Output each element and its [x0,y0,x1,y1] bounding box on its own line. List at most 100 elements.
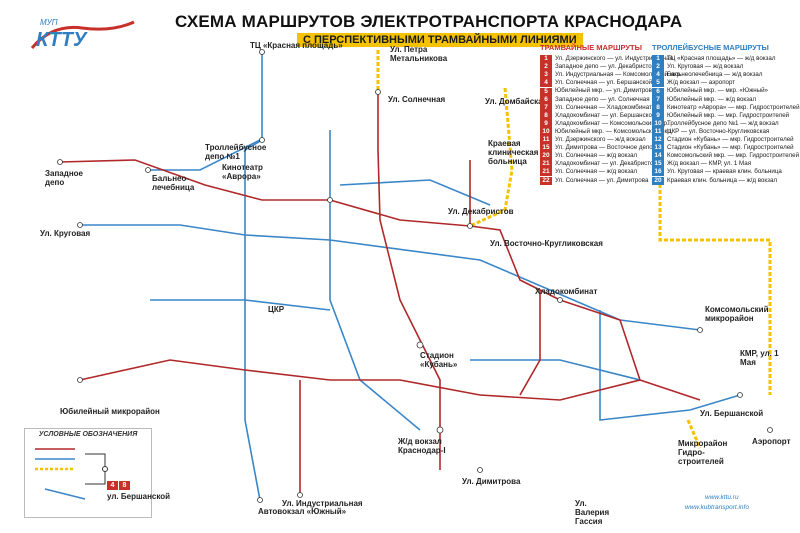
trolley-legend-route-text: Ж/д вокзал — аэропорт [667,79,736,87]
tram-legend-route-text: Хладокомбинат — ул. Бершанской [555,111,656,119]
stop-yubileyny [77,377,83,383]
tram-legend-number-badge: 6 [540,95,552,104]
tram-legend-route-text: Ул. Солнечная — ж/д вокзал [555,152,638,160]
trolley-legend-number-badge: 14 [652,152,664,161]
tram-legend-route-text: Юбилейный мкр. — ул. Димитрова [555,87,656,95]
tram-legend-number-badge: 4 [540,79,552,88]
footer-url-kttu[interactable]: www.kttu.ru [705,494,739,501]
label-industrialnaya: Ул. Индустриальная [282,499,363,508]
tram-legend-number-badge: 7 [540,103,552,112]
trolley-legend-route-text: Ул. Круговая — ж/д вокзал [667,63,744,71]
label-hladokombinat: Хладокомбинат [535,287,598,296]
trolley-legend-number-badge: 15 [652,160,664,169]
tram-legend-route-text: Ул. Солнечная — Хладокомбинат [555,103,652,111]
trolley-legend-route-text: Троллейбусное депо №1 — ж/д вокзал [667,119,779,127]
label-kmr: КМР, ул. 1 Мая [740,349,779,367]
label-dekabristov: Ул. Декабристов [448,207,514,216]
logo-swoosh [30,20,135,49]
conv-stop [102,466,108,472]
conv-bershanskoy-label: ул. Бершанской [107,492,171,501]
footer-url-kubtransport[interactable]: www.kubtransport.info [685,504,749,511]
conventions-box: УСЛОВНЫЕ ОБОЗНАЧЕНИЯ 4 8 ул. Бершанской [24,428,170,518]
trolley-line-north-south [244,52,263,501]
tram-legend-number-badge: 15 [540,144,552,153]
map-title: СХЕМА МАРШРУТОВ ЭЛЕКТРОТРАНСПОРТА КРАСНО… [175,12,683,31]
tram-legend-route-text: Западное депо — ул. Декабристов [555,63,656,71]
perspective-line-gidro [686,419,702,449]
trolley-legend-number-badge: 6 [652,87,664,96]
label-valeria: Ул. Валерия Гассия [575,499,610,526]
trolley-legend-number-badge: 4 [652,71,664,80]
label-solnechnaya: Ул. Солнечная [388,95,446,104]
stop-hladokombinat [557,297,563,303]
tram-legend-heading: ТРАМВАЙНЫЕ МАРШРУТЫ [540,43,642,52]
tram-legend-number-badge: 5 [540,87,552,96]
tram-legend-number-badge: 10 [540,127,552,136]
tram-legend-number-badge: 21 [540,160,552,169]
label-vostochno: Ул. Восточно-Кругликовская [490,239,603,248]
trolley-legend-route-text: Комсомольский мкр. — мкр. Гидростроителе… [667,152,800,160]
label-kraevaya: Краевая клиническая больница [488,139,539,166]
trolley-legend-number-badge: 8 [652,103,664,112]
tram-legend-number-badge: 22 [540,176,552,185]
map-subtitle: С ПЕРСПЕКТИВНЫМИ ТРАМВАЙНЫМИ ЛИНИЯМИ [297,33,583,47]
trolley-legend-route-text: Ул. Круговая — краевая клин. больница [667,168,782,176]
trolley-line-dekabristov [339,179,491,206]
stop-krasnaya-ploshad [259,49,265,55]
trolley-legend-number-badge: 12 [652,136,664,145]
tram-line-zapadnoe [59,159,330,201]
tram-legend-number-badge: 1 [540,55,552,64]
trolley-line-center [329,130,421,431]
trolley-legend-route-text: Юбилейный мкр. — ж/д вокзал [667,95,757,103]
stop-dimitrova [477,467,483,473]
trolley-legend-number-badge: 13 [652,144,664,153]
trolley-legend-route-text: Юбилейный мкр. — мкр. Гидростроителей [667,111,790,119]
stop-solnechnaya [375,89,381,95]
trolley-legend-route-text: ЦКР — ул. Восточно-Кругликовская [667,127,770,135]
trolley-legend-number-badge: 11 [652,127,664,136]
trolley-legend-route-text: Юбилейный мкр. — мкр. «Южный» [667,87,768,95]
tram-legend-route-text: Ул. Дзержинского — ж/д вокзал [555,136,646,144]
trolley-legend-number-badge: 5 [652,79,664,88]
trolley-legend-heading: ТРОЛЛЕЙБУСНЫЕ МАРШРУТЫ [652,43,769,52]
label-krugovaya: Ул. Круговая [40,229,91,238]
tram-line-dekabristov [329,199,561,301]
kttu-logo: МУП КТТУ [22,14,142,54]
label-bershanskoy: Ул. Бершанской [700,409,764,418]
stop-industrialnaya [297,492,303,498]
trolley-legend-route-text: Кинотеатр «Аврора» — мкр. Гидростроителе… [667,103,800,111]
tram-legend-route-text: Юбилейный мкр. — Комсомольский мкр. [555,127,673,135]
tram-legend-route-text: Ул. Солнечная — ж/д вокзал [555,168,638,176]
conv-line-extra [44,488,86,500]
label-aeroport: Аэропорт [752,437,791,446]
stop-dekabristov [467,223,473,229]
stop-komsomolsky [697,327,703,333]
trolley-legend-route-text: Ж/д вокзал — КМР, ул. 1 Мая [667,160,752,168]
stop-aeroport [767,427,773,433]
